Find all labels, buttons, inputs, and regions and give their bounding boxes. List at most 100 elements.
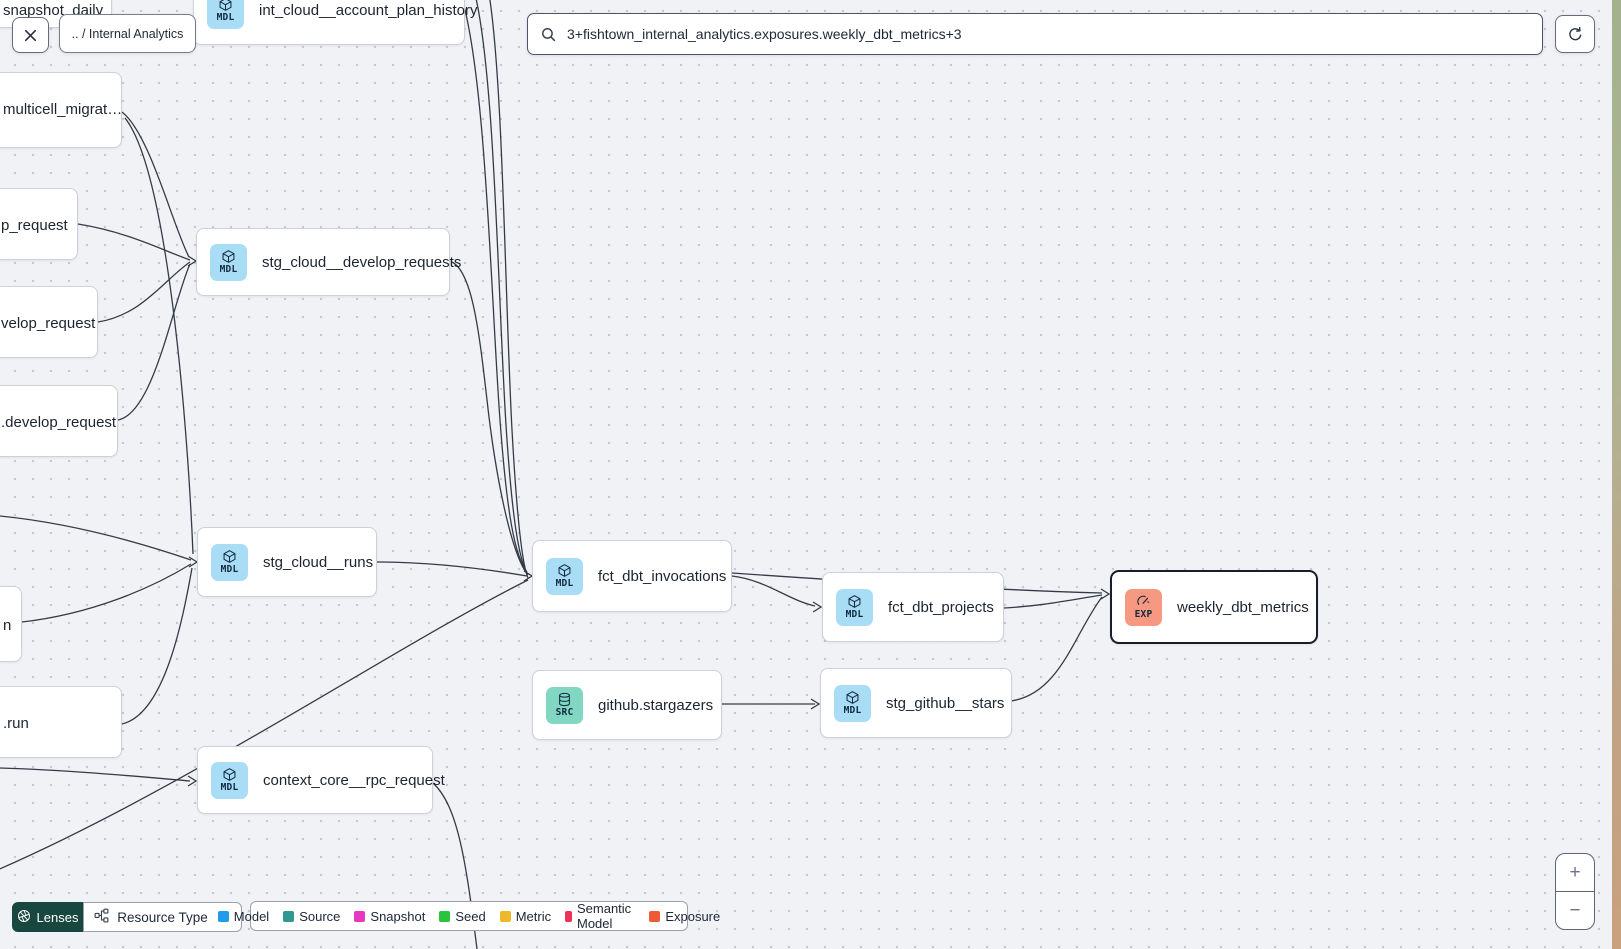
legend-swatch — [649, 910, 661, 922]
legend-swatch — [565, 910, 572, 922]
legend-label: Snapshot — [370, 908, 426, 924]
cube-icon — [221, 249, 236, 264]
model-badge: MDL — [834, 684, 871, 722]
edge-arrowhead — [1100, 588, 1111, 600]
refresh-button[interactable] — [1555, 15, 1595, 53]
model-badge: MDL — [210, 243, 247, 281]
edge-arrowhead — [810, 698, 821, 710]
cube-icon — [222, 767, 237, 782]
lineage-edge — [0, 767, 191, 782]
node-title: n — [3, 617, 12, 634]
badge-label: MDL — [843, 705, 862, 716]
node-title: int_cloud__account_plan_history — [259, 1, 478, 19]
node-title: multicell_migrat… — [3, 101, 123, 118]
badge-label: MDL — [845, 609, 864, 620]
node-title: context_core__rpc_request — [263, 771, 445, 789]
lineage-edge — [461, 0, 528, 573]
node-title: velop_request — [1, 315, 96, 332]
node-develop-request[interactable]: .develop_request — [0, 385, 118, 457]
lenses-button[interactable]: Lenses — [12, 902, 83, 932]
resource-type-label: Resource Type — [117, 909, 208, 925]
node-title: weekly_dbt_metrics — [1177, 598, 1309, 616]
aperture-icon — [17, 909, 31, 926]
legend-label: Metric — [515, 908, 552, 924]
lineage-edge — [731, 575, 816, 607]
database-icon — [557, 692, 572, 707]
node-title: p_request — [1, 217, 68, 234]
node-title: stg_cloud__develop_requests — [262, 253, 462, 271]
node-title: .develop_request — [1, 414, 117, 431]
model-badge: MDL — [207, 0, 244, 29]
node-context-core-rpc-request[interactable]: MDL context_core__rpc_request — [197, 746, 445, 814]
legend-item-seed: Seed — [439, 908, 486, 924]
edge-arrowhead — [188, 556, 199, 568]
lineage-edge — [121, 567, 193, 725]
legend-label: Source — [299, 908, 341, 924]
node-velop-request[interactable]: velop_request — [0, 286, 98, 358]
badge-label: MDL — [220, 782, 239, 793]
badge-label: SRC — [555, 707, 574, 718]
legend-swatch — [439, 910, 451, 922]
search-input[interactable] — [567, 26, 1520, 42]
node-n-node[interactable]: n — [0, 586, 22, 662]
source-badge: SRC — [546, 686, 583, 724]
lineage-edge — [451, 261, 528, 575]
legend-label: Semantic Model — [576, 901, 632, 931]
lineage-edge — [0, 515, 192, 561]
desktop-edge-strip — [1612, 0, 1621, 949]
lenses-label: Lenses — [36, 909, 79, 925]
edge-arrowhead — [812, 601, 823, 613]
zoom-out-button[interactable]: − — [1569, 899, 1581, 921]
breadcrumb[interactable]: .. / Internal Analytics — [59, 14, 196, 53]
node-stg-github-stars[interactable]: MDL stg_github__stars — [820, 668, 1012, 738]
legend-swatch — [354, 910, 366, 922]
close-icon — [22, 27, 39, 44]
legend-item-exposure: Exposure — [649, 909, 720, 924]
exposure-badge: EXP — [1125, 588, 1162, 626]
model-badge: MDL — [836, 588, 873, 626]
model-badge: MDL — [211, 761, 248, 799]
badge-label: MDL — [216, 12, 235, 23]
node-stg-cloud-develop-requests[interactable]: MDL stg_cloud__develop_requests — [196, 228, 461, 296]
lineage-edge — [121, 111, 190, 258]
lineage-edge — [489, 0, 529, 579]
legend-label: Model — [233, 908, 270, 924]
legend-label: Seed — [455, 908, 486, 924]
refresh-icon — [1567, 26, 1584, 43]
badge-label: MDL — [220, 564, 239, 575]
search-bar — [527, 13, 1547, 55]
cube-icon — [845, 690, 860, 705]
node-title: .run — [3, 715, 29, 732]
legend-label: Exposure — [665, 908, 721, 924]
resource-type-icon — [94, 908, 109, 926]
edge-arrowhead — [187, 255, 198, 267]
breadcrumb-label: .. / Internal Analytics — [71, 26, 184, 41]
node-op-request[interactable]: p_request — [0, 188, 78, 260]
node-run-node[interactable]: .run — [0, 686, 122, 758]
legend-item-metric: Metric — [499, 908, 552, 924]
badge-label: EXP — [1134, 609, 1153, 620]
cube-icon — [847, 594, 862, 609]
resource-type-dropdown[interactable]: Resource Type — [83, 902, 242, 932]
lineage-edge — [77, 223, 191, 261]
legend-swatch — [217, 910, 229, 922]
legend-swatch — [499, 910, 511, 922]
node-title: stg_github__stars — [886, 694, 1005, 712]
node-weekly-dbt-metrics[interactable]: EXP weekly_dbt_metrics — [1110, 570, 1318, 644]
lineage-edge — [124, 117, 194, 555]
node-int-cloud-account-plan-history[interactable]: MDL int_cloud__account_plan_history — [193, 0, 478, 45]
lineage-edge — [1010, 596, 1103, 702]
close-button[interactable] — [12, 17, 49, 53]
node-multicell-migration[interactable]: multicell_migrat… — [0, 72, 122, 148]
search-icon — [540, 26, 557, 43]
lineage-edge — [117, 263, 191, 421]
gauge-icon — [1136, 594, 1151, 609]
model-badge: MDL — [211, 543, 248, 581]
cube-icon — [218, 0, 233, 12]
zoom-in-button[interactable]: + — [1556, 854, 1594, 892]
